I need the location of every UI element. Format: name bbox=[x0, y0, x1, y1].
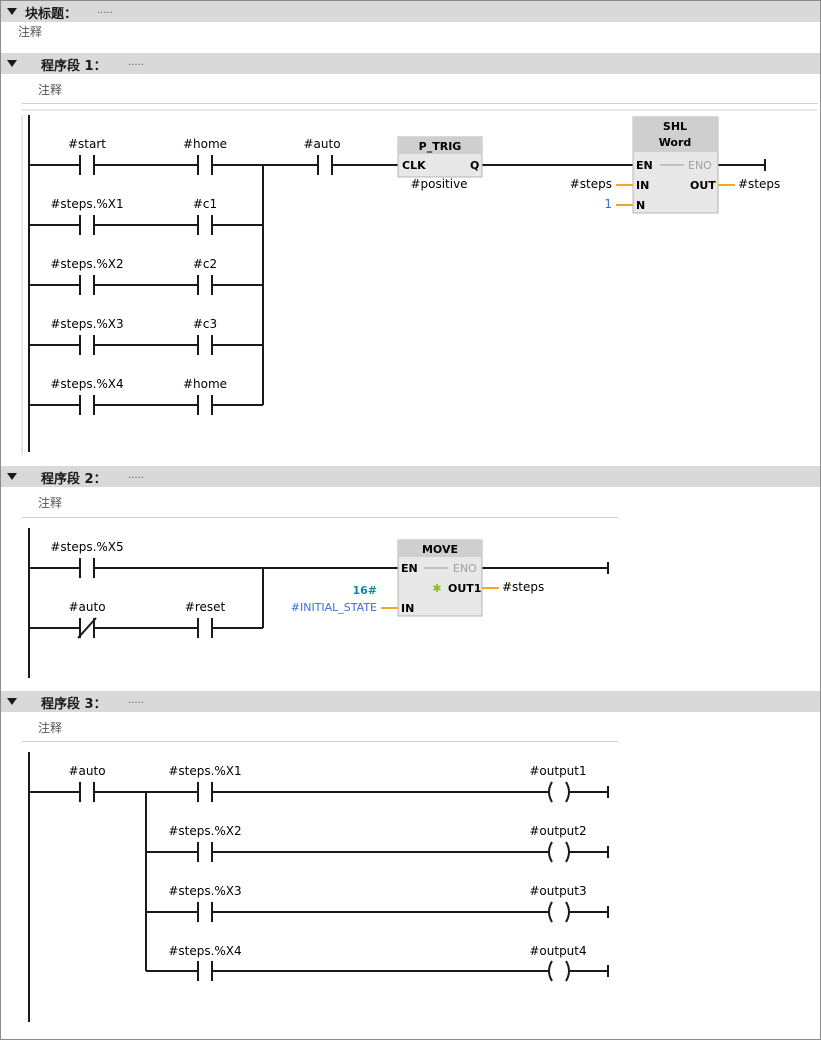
contact-label: #steps.%X4 bbox=[168, 944, 241, 958]
contact-steps-x3[interactable] bbox=[197, 902, 213, 922]
contact-label: #home bbox=[183, 377, 227, 391]
contact-label: #steps.%X3 bbox=[168, 884, 241, 898]
comment-divider bbox=[22, 741, 618, 742]
shl-name: SHL bbox=[663, 120, 687, 133]
contact-steps-x2[interactable] bbox=[79, 275, 95, 295]
shl-eno-pin: ENO bbox=[688, 159, 712, 172]
contact-steps-x3[interactable] bbox=[79, 335, 95, 355]
p-trig-name: P_TRIG bbox=[419, 140, 462, 153]
collapse-icon[interactable] bbox=[7, 8, 17, 15]
shl-en-pin: EN bbox=[636, 159, 653, 172]
contact-auto-negated[interactable] bbox=[77, 617, 97, 639]
network-1-header[interactable]: 程序段 1： ..... bbox=[1, 53, 820, 74]
move-en-pin: EN bbox=[401, 562, 418, 575]
shl-in-pin: IN bbox=[636, 179, 649, 192]
shl-out-operand[interactable]: #steps bbox=[738, 177, 780, 191]
collapse-icon[interactable] bbox=[7, 473, 17, 480]
coil-output1[interactable] bbox=[548, 781, 570, 803]
contact-steps-x4[interactable] bbox=[79, 395, 95, 415]
shl-in-operand[interactable]: #steps bbox=[570, 177, 612, 191]
p-trig-clk-pin: CLK bbox=[402, 159, 426, 172]
coil-label: #output3 bbox=[529, 884, 586, 898]
contact-label: #home bbox=[183, 137, 227, 151]
network-2-title: 程序段 2： bbox=[41, 472, 107, 487]
network-2-title-value[interactable]: ..... bbox=[128, 470, 144, 481]
contact-label: #steps.%X5 bbox=[50, 540, 123, 554]
coil-label: #output2 bbox=[529, 824, 586, 838]
contact-label: #auto bbox=[68, 600, 105, 614]
network-3-title-value[interactable]: ..... bbox=[128, 695, 144, 706]
p-trig-block[interactable] bbox=[397, 136, 483, 178]
move-out-pin: OUT1 bbox=[448, 582, 481, 595]
contact-steps-x1[interactable] bbox=[197, 782, 213, 802]
network-2-comment[interactable]: 注释 bbox=[38, 496, 63, 510]
move-in-pin: IN bbox=[401, 602, 414, 615]
collapse-icon[interactable] bbox=[7, 60, 17, 67]
contact-label: #c1 bbox=[193, 197, 217, 211]
contact-c3[interactable] bbox=[197, 335, 213, 355]
collapse-icon[interactable] bbox=[7, 698, 17, 705]
contact-c1[interactable] bbox=[197, 215, 213, 235]
coil-output2[interactable] bbox=[548, 841, 570, 863]
shl-type[interactable]: Word bbox=[659, 136, 692, 149]
contact-start[interactable] bbox=[79, 155, 95, 175]
comment-divider bbox=[22, 517, 618, 518]
move-block[interactable] bbox=[397, 539, 483, 617]
p-trig-operand[interactable]: #positive bbox=[410, 177, 467, 191]
block-title-bar[interactable]: 块标题： ..... bbox=[1, 1, 820, 22]
p-trig-q-pin: Q bbox=[470, 159, 479, 172]
coil-output4[interactable] bbox=[548, 960, 570, 982]
network-3-header[interactable]: 程序段 3： ..... bbox=[1, 691, 820, 712]
contact-label: #steps.%X2 bbox=[168, 824, 241, 838]
contact-reset[interactable] bbox=[197, 618, 213, 638]
contact-auto[interactable] bbox=[79, 782, 95, 802]
contact-steps-x1[interactable] bbox=[79, 215, 95, 235]
comment-divider bbox=[22, 103, 818, 104]
shl-n-operand[interactable]: 1 bbox=[604, 197, 612, 211]
move-out-operand[interactable]: #steps bbox=[502, 580, 544, 594]
shl-block[interactable] bbox=[632, 116, 719, 214]
contact-auto[interactable] bbox=[317, 155, 333, 175]
contact-label: #start bbox=[68, 137, 106, 151]
network-3-title: 程序段 3： bbox=[41, 697, 107, 712]
contact-label: #steps.%X2 bbox=[50, 257, 123, 271]
block-title-value[interactable]: ..... bbox=[97, 5, 113, 16]
contact-label: #reset bbox=[185, 600, 226, 614]
contact-label: #c3 bbox=[193, 317, 217, 331]
contact-label: #c2 bbox=[193, 257, 217, 271]
sparkle-icon: ✱ bbox=[432, 582, 441, 595]
contact-steps-x5[interactable] bbox=[79, 558, 95, 578]
coil-label: #output4 bbox=[529, 944, 586, 958]
network-3-comment[interactable]: 注释 bbox=[38, 721, 63, 735]
move-eno-pin: ENO bbox=[453, 562, 477, 575]
contact-steps-x2[interactable] bbox=[197, 842, 213, 862]
contact-home-2[interactable] bbox=[197, 395, 213, 415]
network-1-comment[interactable]: 注释 bbox=[38, 83, 63, 97]
contact-steps-x4[interactable] bbox=[197, 961, 213, 981]
contact-label: #auto bbox=[68, 764, 105, 778]
shl-n-pin: N bbox=[636, 199, 645, 212]
network-2-header[interactable]: 程序段 2： ..... bbox=[1, 466, 820, 487]
coil-output3[interactable] bbox=[548, 901, 570, 923]
network-1-title: 程序段 1： bbox=[41, 59, 107, 74]
contact-label: #steps.%X4 bbox=[50, 377, 123, 391]
contact-label: #auto bbox=[303, 137, 340, 151]
shl-out-pin: OUT bbox=[690, 179, 716, 192]
move-name: MOVE bbox=[422, 543, 458, 556]
network-1-title-value[interactable]: ..... bbox=[128, 57, 144, 68]
coil-label: #output1 bbox=[529, 764, 586, 778]
contact-label: #steps.%X3 bbox=[50, 317, 123, 331]
contact-c2[interactable] bbox=[197, 275, 213, 295]
contact-label: #steps.%X1 bbox=[168, 764, 241, 778]
block-comment[interactable]: 注释 bbox=[18, 25, 43, 39]
move-in-type: 16# bbox=[352, 584, 377, 597]
contact-home[interactable] bbox=[197, 155, 213, 175]
block-title-label: 块标题： bbox=[25, 7, 78, 22]
contact-label: #steps.%X1 bbox=[50, 197, 123, 211]
move-in-operand[interactable]: #INITIAL_STATE bbox=[291, 601, 377, 614]
